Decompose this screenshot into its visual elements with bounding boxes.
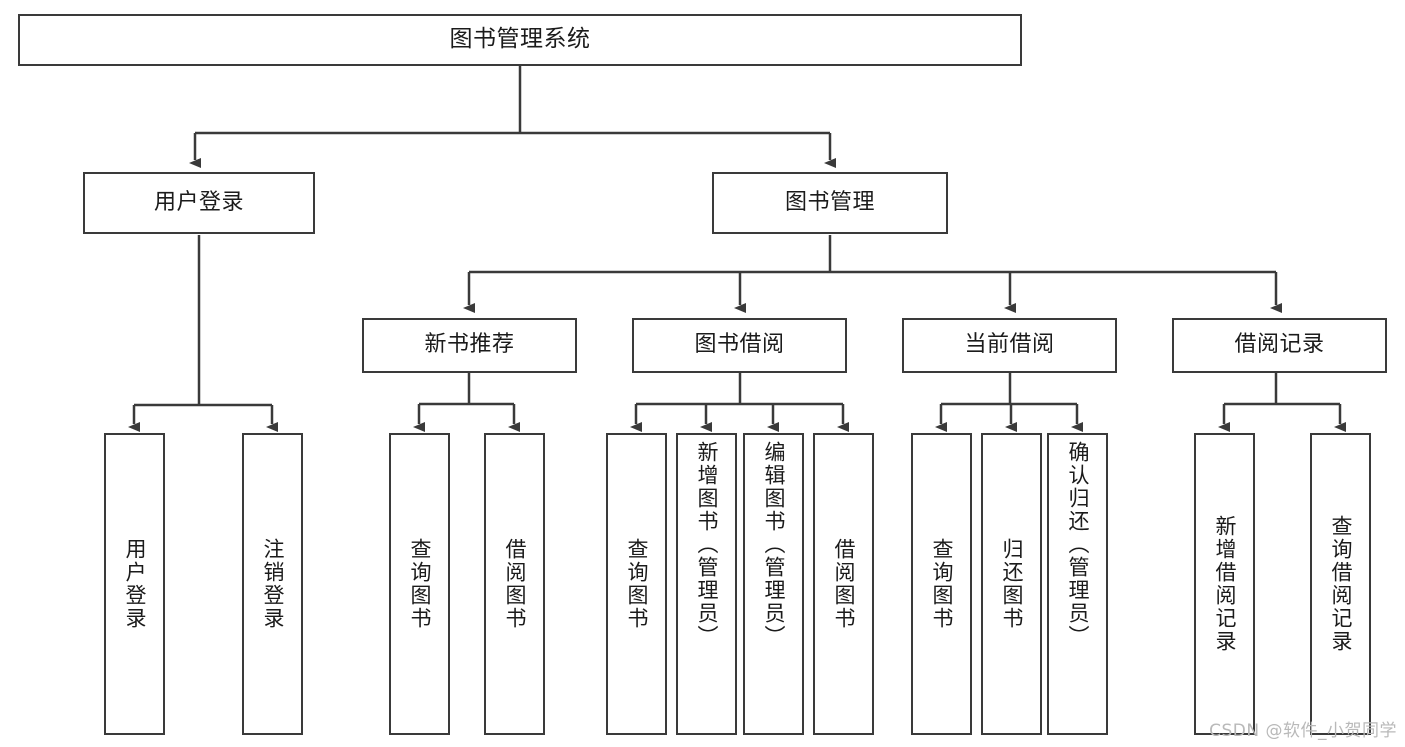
node-borrow-record[interactable]: 借阅记录 bbox=[1172, 318, 1387, 373]
csdn-watermark: CSDN @软件_小贺同学 bbox=[1209, 721, 1397, 741]
node-user-login[interactable]: 用户登录 bbox=[83, 172, 315, 234]
node-label: 查询图书 bbox=[408, 538, 432, 630]
node-new-book-recommend[interactable]: 新书推荐 bbox=[362, 318, 577, 373]
leaf-new-book-borrow[interactable]: 借阅图书 bbox=[484, 433, 545, 735]
leaf-logout[interactable]: 注销登录 bbox=[242, 433, 303, 735]
leaf-query-borrow-record[interactable]: 查询借阅记录 bbox=[1310, 433, 1371, 735]
node-label: 借阅图书 bbox=[503, 538, 527, 630]
node-current-borrow[interactable]: 当前借阅 bbox=[902, 318, 1117, 373]
node-label: 新书推荐 bbox=[424, 332, 515, 358]
leaf-add-borrow-record[interactable]: 新增借阅记录 bbox=[1194, 433, 1255, 735]
node-label: 归还图书 bbox=[1000, 538, 1024, 630]
leaf-add-book-admin[interactable]: 新增图书（管理员） bbox=[676, 433, 737, 735]
node-root-system[interactable]: 图书管理系统 bbox=[18, 14, 1022, 66]
leaf-edit-book-admin[interactable]: 编辑图书（管理员） bbox=[743, 433, 804, 735]
leaf-return-book[interactable]: 归还图书 bbox=[981, 433, 1042, 735]
leaf-user-login[interactable]: 用户登录 bbox=[104, 433, 165, 735]
node-label: 借阅记录 bbox=[1234, 332, 1325, 358]
node-label: 查询图书 bbox=[930, 538, 954, 630]
node-book-management[interactable]: 图书管理 bbox=[712, 172, 948, 234]
node-label: 编辑图书（管理员） bbox=[762, 441, 786, 648]
node-label: 借阅图书 bbox=[832, 538, 856, 630]
node-label: 用户登录 bbox=[123, 538, 147, 630]
leaf-borrow-query-book[interactable]: 查询图书 bbox=[606, 433, 667, 735]
node-label: 确认归还（管理员） bbox=[1066, 441, 1090, 648]
node-label: 图书借阅 bbox=[694, 332, 785, 358]
node-label: 新增图书（管理员） bbox=[695, 441, 719, 648]
leaf-confirm-return-admin[interactable]: 确认归还（管理员） bbox=[1047, 433, 1108, 735]
node-label: 图书管理 bbox=[784, 189, 875, 215]
leaf-current-query-book[interactable]: 查询图书 bbox=[911, 433, 972, 735]
node-book-borrow[interactable]: 图书借阅 bbox=[632, 318, 847, 373]
node-label: 新增借阅记录 bbox=[1213, 515, 1237, 653]
node-label: 图书管理系统 bbox=[449, 26, 591, 53]
node-label: 注销登录 bbox=[261, 538, 285, 630]
node-label: 查询借阅记录 bbox=[1329, 515, 1353, 653]
node-label: 当前借阅 bbox=[964, 332, 1055, 358]
node-label: 查询图书 bbox=[625, 538, 649, 630]
node-label: 用户登录 bbox=[153, 189, 244, 215]
leaf-new-book-query[interactable]: 查询图书 bbox=[389, 433, 450, 735]
leaf-borrow-book[interactable]: 借阅图书 bbox=[813, 433, 874, 735]
